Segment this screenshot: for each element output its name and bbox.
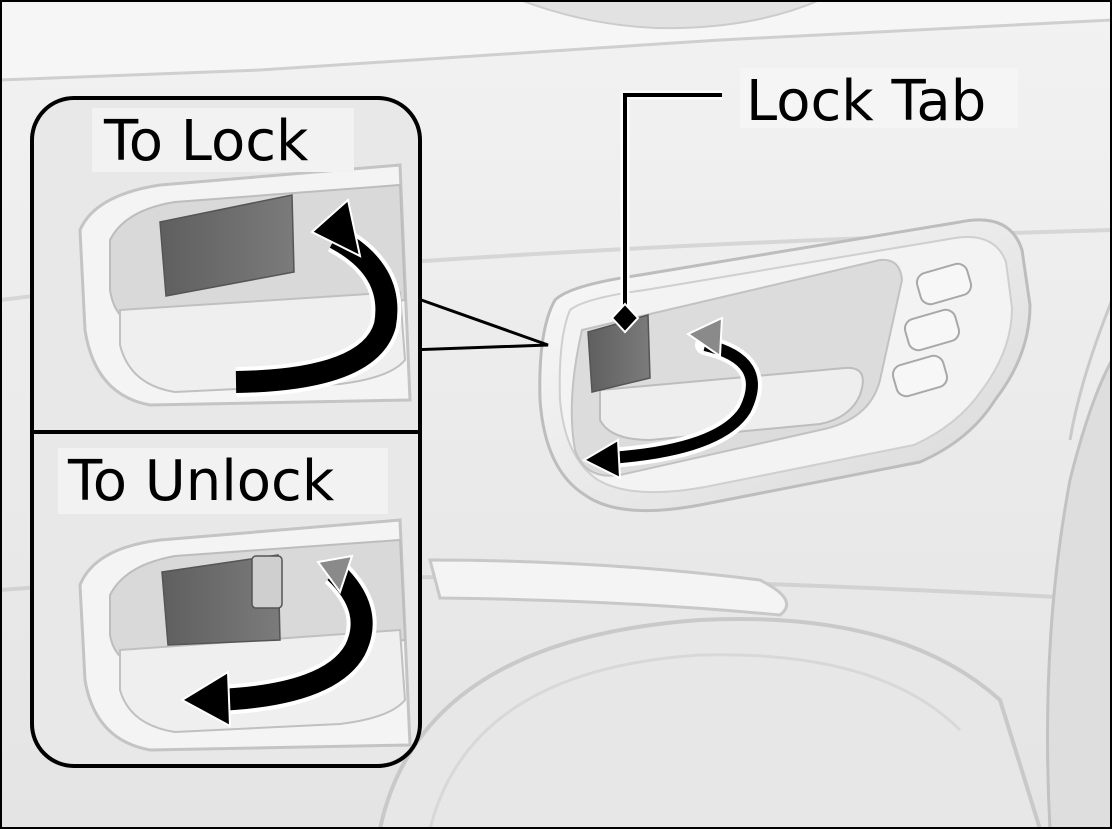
to-lock-label-bg bbox=[92, 108, 354, 172]
to-lock-label: To Lock bbox=[103, 109, 309, 174]
inset-panel: To Lock To Unlock bbox=[30, 96, 549, 768]
to-unlock-label: To Unlock bbox=[67, 449, 335, 514]
leader-diamond-icon bbox=[610, 302, 640, 334]
unlock-arrow-icon bbox=[179, 554, 377, 728]
main-unlock-arrow-icon bbox=[581, 316, 762, 480]
lock-tab-callout: Lock Tab bbox=[610, 68, 1018, 334]
lock-arrow-icon bbox=[235, 198, 402, 397]
lock-tab-label: Lock Tab bbox=[746, 69, 986, 134]
lock-tab-leader-line bbox=[623, 93, 722, 318]
to-unlock-label-bg bbox=[58, 448, 388, 514]
lock-tab-label-bg bbox=[740, 68, 1018, 128]
